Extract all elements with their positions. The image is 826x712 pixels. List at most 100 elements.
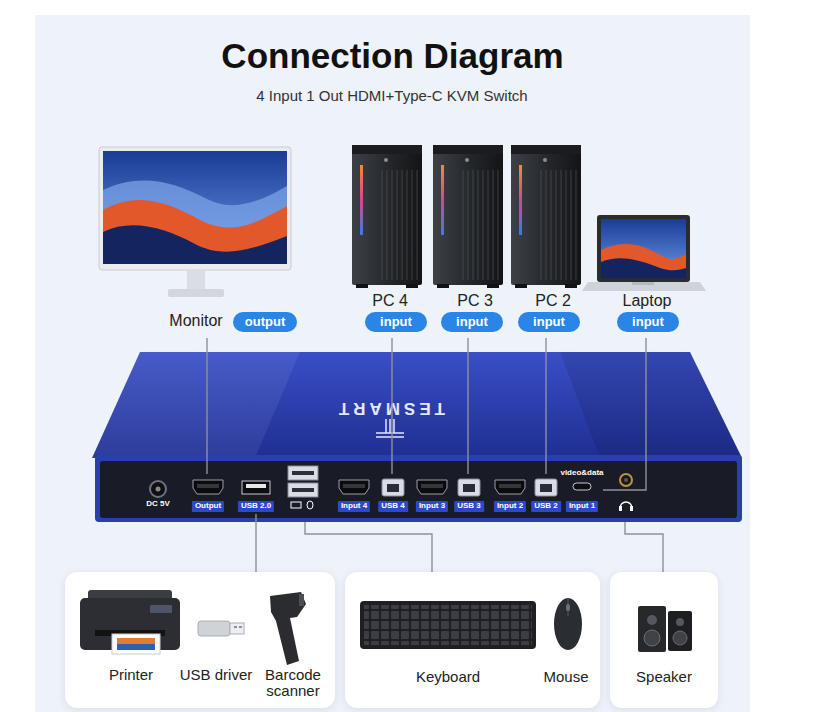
port-label: USB 3	[454, 501, 484, 512]
usbB-port-symbol	[463, 484, 475, 492]
switch-body	[560, 352, 742, 458]
brand-name: TESMART	[335, 398, 445, 417]
barcode-scanner-illustration	[270, 592, 306, 665]
typec-port-node: video&dataInput 1	[561, 466, 603, 514]
peripheral-name: Keyboard	[416, 669, 480, 685]
badge-label: input	[533, 315, 565, 329]
peripheral-group: PrinterUSB driverBarcode scanner	[65, 572, 335, 708]
laptop-illustration	[632, 282, 654, 285]
printer-illustration	[80, 590, 180, 654]
laptop-illustration	[582, 215, 706, 291]
peripheral-name: USB driver	[180, 667, 253, 683]
hdmi-port-node: Input 2	[490, 474, 530, 514]
connection-line	[467, 338, 468, 474]
device-name: Laptop	[623, 292, 672, 310]
switch-body	[92, 352, 742, 458]
background-panel	[35, 15, 750, 712]
usbB-port-symbol	[458, 479, 480, 496]
barcode-scanner-illustration	[299, 594, 304, 606]
connection-line	[305, 522, 432, 572]
port-label: USB 4	[378, 501, 408, 512]
switch-body	[92, 352, 300, 458]
laptop-illustration	[601, 244, 686, 278]
mouse-illustration	[554, 598, 582, 650]
connection-line	[206, 338, 207, 474]
device-name: PC 2	[535, 292, 571, 310]
port-role-badge: output	[233, 312, 297, 332]
peripheral-name: Speaker	[636, 669, 692, 685]
port-role-badge: input	[518, 312, 580, 332]
printer-illustration	[95, 630, 165, 636]
monitor-illustration	[103, 180, 287, 264]
dc-port-symbol	[150, 481, 166, 497]
speaker-illustration	[638, 606, 666, 652]
peripheral-name: Mouse	[543, 669, 588, 685]
peripheral-group: Keyboard Mouse	[345, 572, 600, 708]
mouse-illustration	[554, 598, 582, 650]
laptop-device: Laptop input	[588, 140, 708, 338]
laptop-illustration	[582, 282, 706, 291]
speaker-illustration	[644, 630, 660, 646]
port-label: Output	[192, 501, 224, 512]
hdmi-port-symbol	[417, 480, 447, 494]
port-label: DC 5V	[146, 500, 170, 509]
port-role-badge: input	[441, 312, 503, 332]
usb-drive-illustration	[198, 621, 230, 636]
speaker-illustration	[647, 615, 657, 625]
pc-tower-illustration	[511, 145, 581, 288]
printer-illustration	[117, 638, 155, 650]
pc-tower-illustration	[433, 145, 503, 288]
port-role-badge: input	[365, 312, 427, 332]
badge-label: input	[456, 315, 488, 329]
monitor-illustration	[103, 225, 287, 264]
port-role-badge: input	[617, 312, 679, 332]
speaker-illustration	[673, 631, 687, 645]
hdmi-port-symbol	[339, 480, 369, 494]
monitor-illustration	[187, 270, 205, 291]
usb-drive-illustration	[234, 626, 237, 628]
pc-device: PC 3input	[428, 140, 512, 338]
hdmi-port-node: Input 3	[412, 474, 452, 514]
port-note: video&data	[560, 469, 603, 478]
monitor-illustration	[103, 200, 287, 264]
monitor-illustration	[168, 289, 224, 297]
usbA-port-symbol	[242, 481, 270, 494]
mouse-illustration	[566, 604, 570, 611]
hdmi-port-symbol	[193, 480, 223, 494]
usb-drive-illustration	[230, 623, 244, 634]
pc-device: PC 4 input	[345, 140, 435, 338]
port-label: Input 3	[416, 501, 448, 512]
badge-label: input	[632, 315, 664, 329]
usbB-port-node: USB 4	[376, 474, 410, 514]
port-label: USB 2	[531, 501, 561, 512]
usbB-port-symbol	[387, 484, 399, 492]
port-label: Input 1	[566, 501, 598, 512]
switch-body	[307, 501, 313, 509]
subtitle: 4 Input 1 Out HDMI+Type-C KVM Switch	[35, 87, 750, 104]
usbB-port-symbol	[535, 479, 557, 496]
hdmi-port-symbol	[343, 484, 365, 488]
usbB-port-symbol	[382, 479, 404, 496]
speaker-illustration	[638, 606, 692, 652]
connection-line	[545, 338, 546, 474]
port-label: Input 2	[494, 501, 526, 512]
switch-body	[95, 455, 742, 522]
mouse-illustration	[568, 599, 569, 616]
usbA-port-symbol	[246, 484, 266, 488]
printer-illustration	[112, 634, 160, 654]
hdmi-port-node: Output	[186, 474, 230, 514]
usbB-port-node: USB 2	[529, 474, 563, 514]
switch-body	[292, 488, 314, 492]
port-label: Input 4	[338, 501, 370, 512]
hdmi-port-symbol	[499, 484, 521, 488]
switch-body	[630, 506, 633, 511]
device-name: PC 4	[372, 292, 408, 310]
laptop-illustration	[601, 219, 686, 278]
badge-label: input	[380, 315, 412, 329]
switch-body	[292, 471, 314, 475]
switch-body	[376, 419, 404, 437]
typec-port-symbol	[573, 483, 591, 490]
device-name: Monitor	[169, 312, 222, 330]
connection-line	[603, 338, 646, 490]
